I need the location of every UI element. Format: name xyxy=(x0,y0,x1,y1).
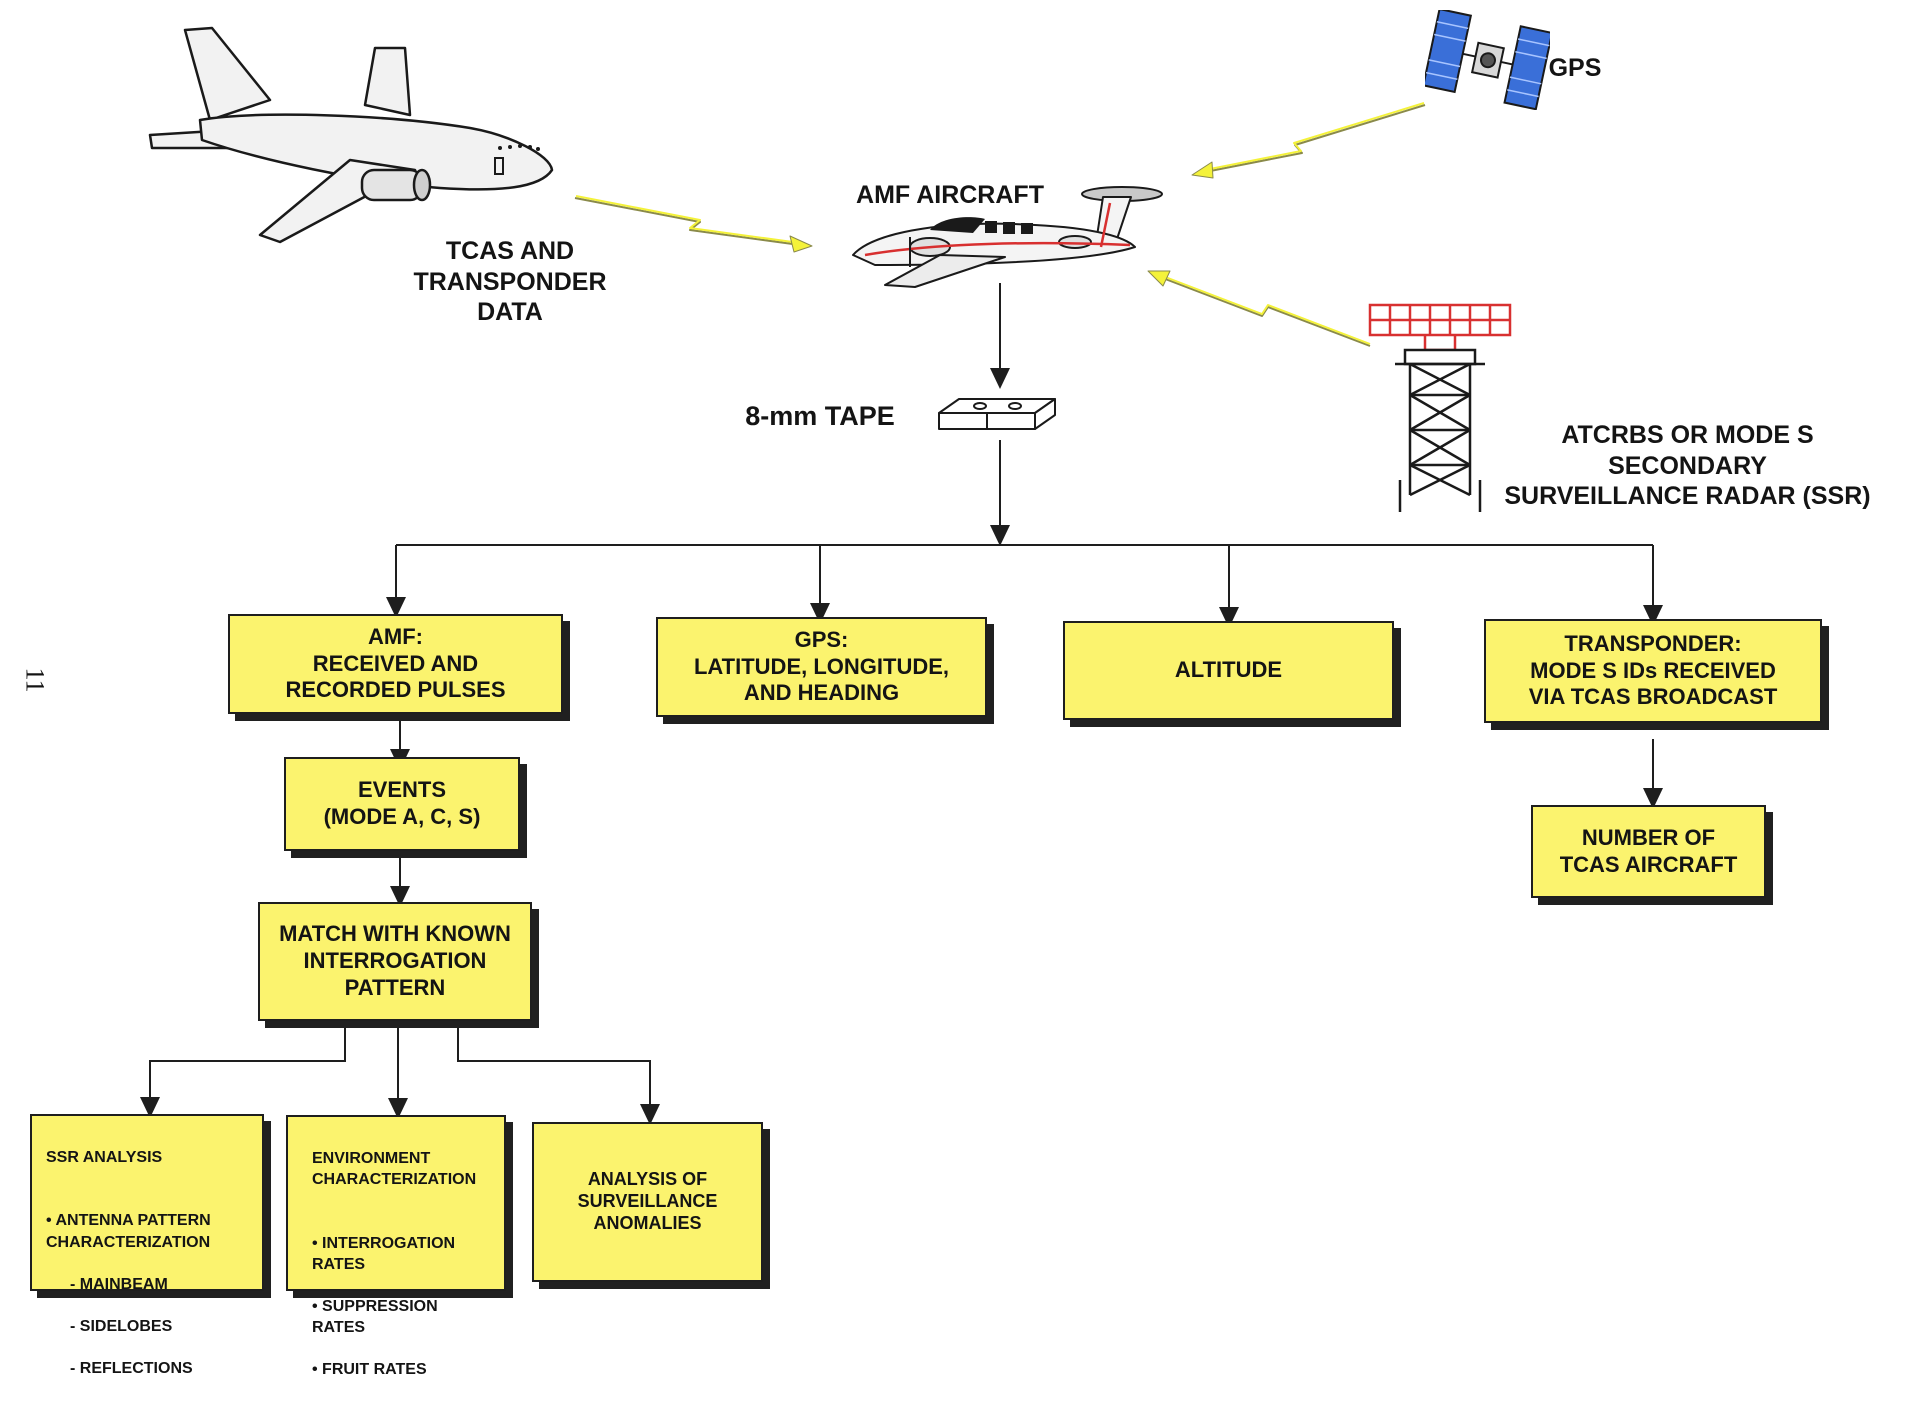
radar-label: ATCRBS OR MODE S SECONDARY SURVEILLANCE … xyxy=(1504,421,1871,510)
number-tcas-box: NUMBER OF TCAS AIRCRAFT xyxy=(1531,805,1766,898)
list-item: FRUIT RATES xyxy=(312,1359,492,1380)
datalink-lightning xyxy=(574,102,1426,347)
satellite-icon xyxy=(1425,10,1550,110)
transponder-box: TRANSPONDER: MODE S IDs RECEIVED VIA TCA… xyxy=(1484,619,1822,723)
ssr-analysis-title: SSR ANALYSIS xyxy=(46,1149,163,1167)
amf-pulses-box: AMF: RECEIVED AND RECORDED PULSES xyxy=(228,614,563,714)
list-item: REFLECTIONS xyxy=(46,1358,250,1379)
list-item: MAINBEAM xyxy=(46,1274,250,1295)
tape-cartridge-icon xyxy=(938,398,1056,430)
tcas-transponder-label: TCAS AND TRANSPONDER DATA xyxy=(413,237,607,326)
amf-aircraft-icon xyxy=(852,186,1163,288)
page-number: 11 xyxy=(20,667,50,693)
environment-list: INTERROGATION RATES SUPPRESSION RATES FR… xyxy=(312,1211,492,1401)
gps-label: GPS xyxy=(1548,54,1602,82)
flow-lines xyxy=(149,283,1654,1111)
environment-box: ENVIRONMENT CHARACTERIZATION INTERROGATI… xyxy=(286,1115,506,1378)
events-box: EVENTS (MODE A, C, S) xyxy=(284,757,520,851)
list-item: SUPPRESSION RATES xyxy=(312,1296,492,1338)
radar-tower-icon xyxy=(1368,303,1512,512)
gps-data-box: GPS: LATITUDE, LONGITUDE, AND HEADING xyxy=(656,617,987,717)
altitude-box: ALTITUDE xyxy=(1063,621,1394,720)
environment-title: ENVIRONMENT CHARACTERIZATION xyxy=(312,1150,477,1189)
list-item: SIDELOBES xyxy=(46,1316,250,1337)
anomalies-box: ANALYSIS OF SURVEILLANCE ANOMALIES xyxy=(532,1122,763,1282)
amf-aircraft-label: AMF AIRCRAFT xyxy=(856,181,1044,209)
tape-label: 8-mm TAPE xyxy=(745,401,895,431)
ssr-analysis-box: SSR ANALYSIS ANTENNA PATTERN CHARACTERIZ… xyxy=(30,1114,264,1377)
ssr-analysis-list: ANTENNA PATTERN CHARACTERIZATION MAINBEA… xyxy=(46,1189,250,1400)
arrowheads xyxy=(140,368,1663,1125)
list-item: ANTENNA PATTERN CHARACTERIZATION xyxy=(46,1210,250,1252)
list-item: INTERROGATION RATES xyxy=(312,1233,492,1275)
airliner-icon xyxy=(148,26,554,244)
diagram-connectors xyxy=(140,102,1663,1125)
match-pattern-box: MATCH WITH KNOWN INTERROGATION PATTERN xyxy=(258,902,532,1021)
